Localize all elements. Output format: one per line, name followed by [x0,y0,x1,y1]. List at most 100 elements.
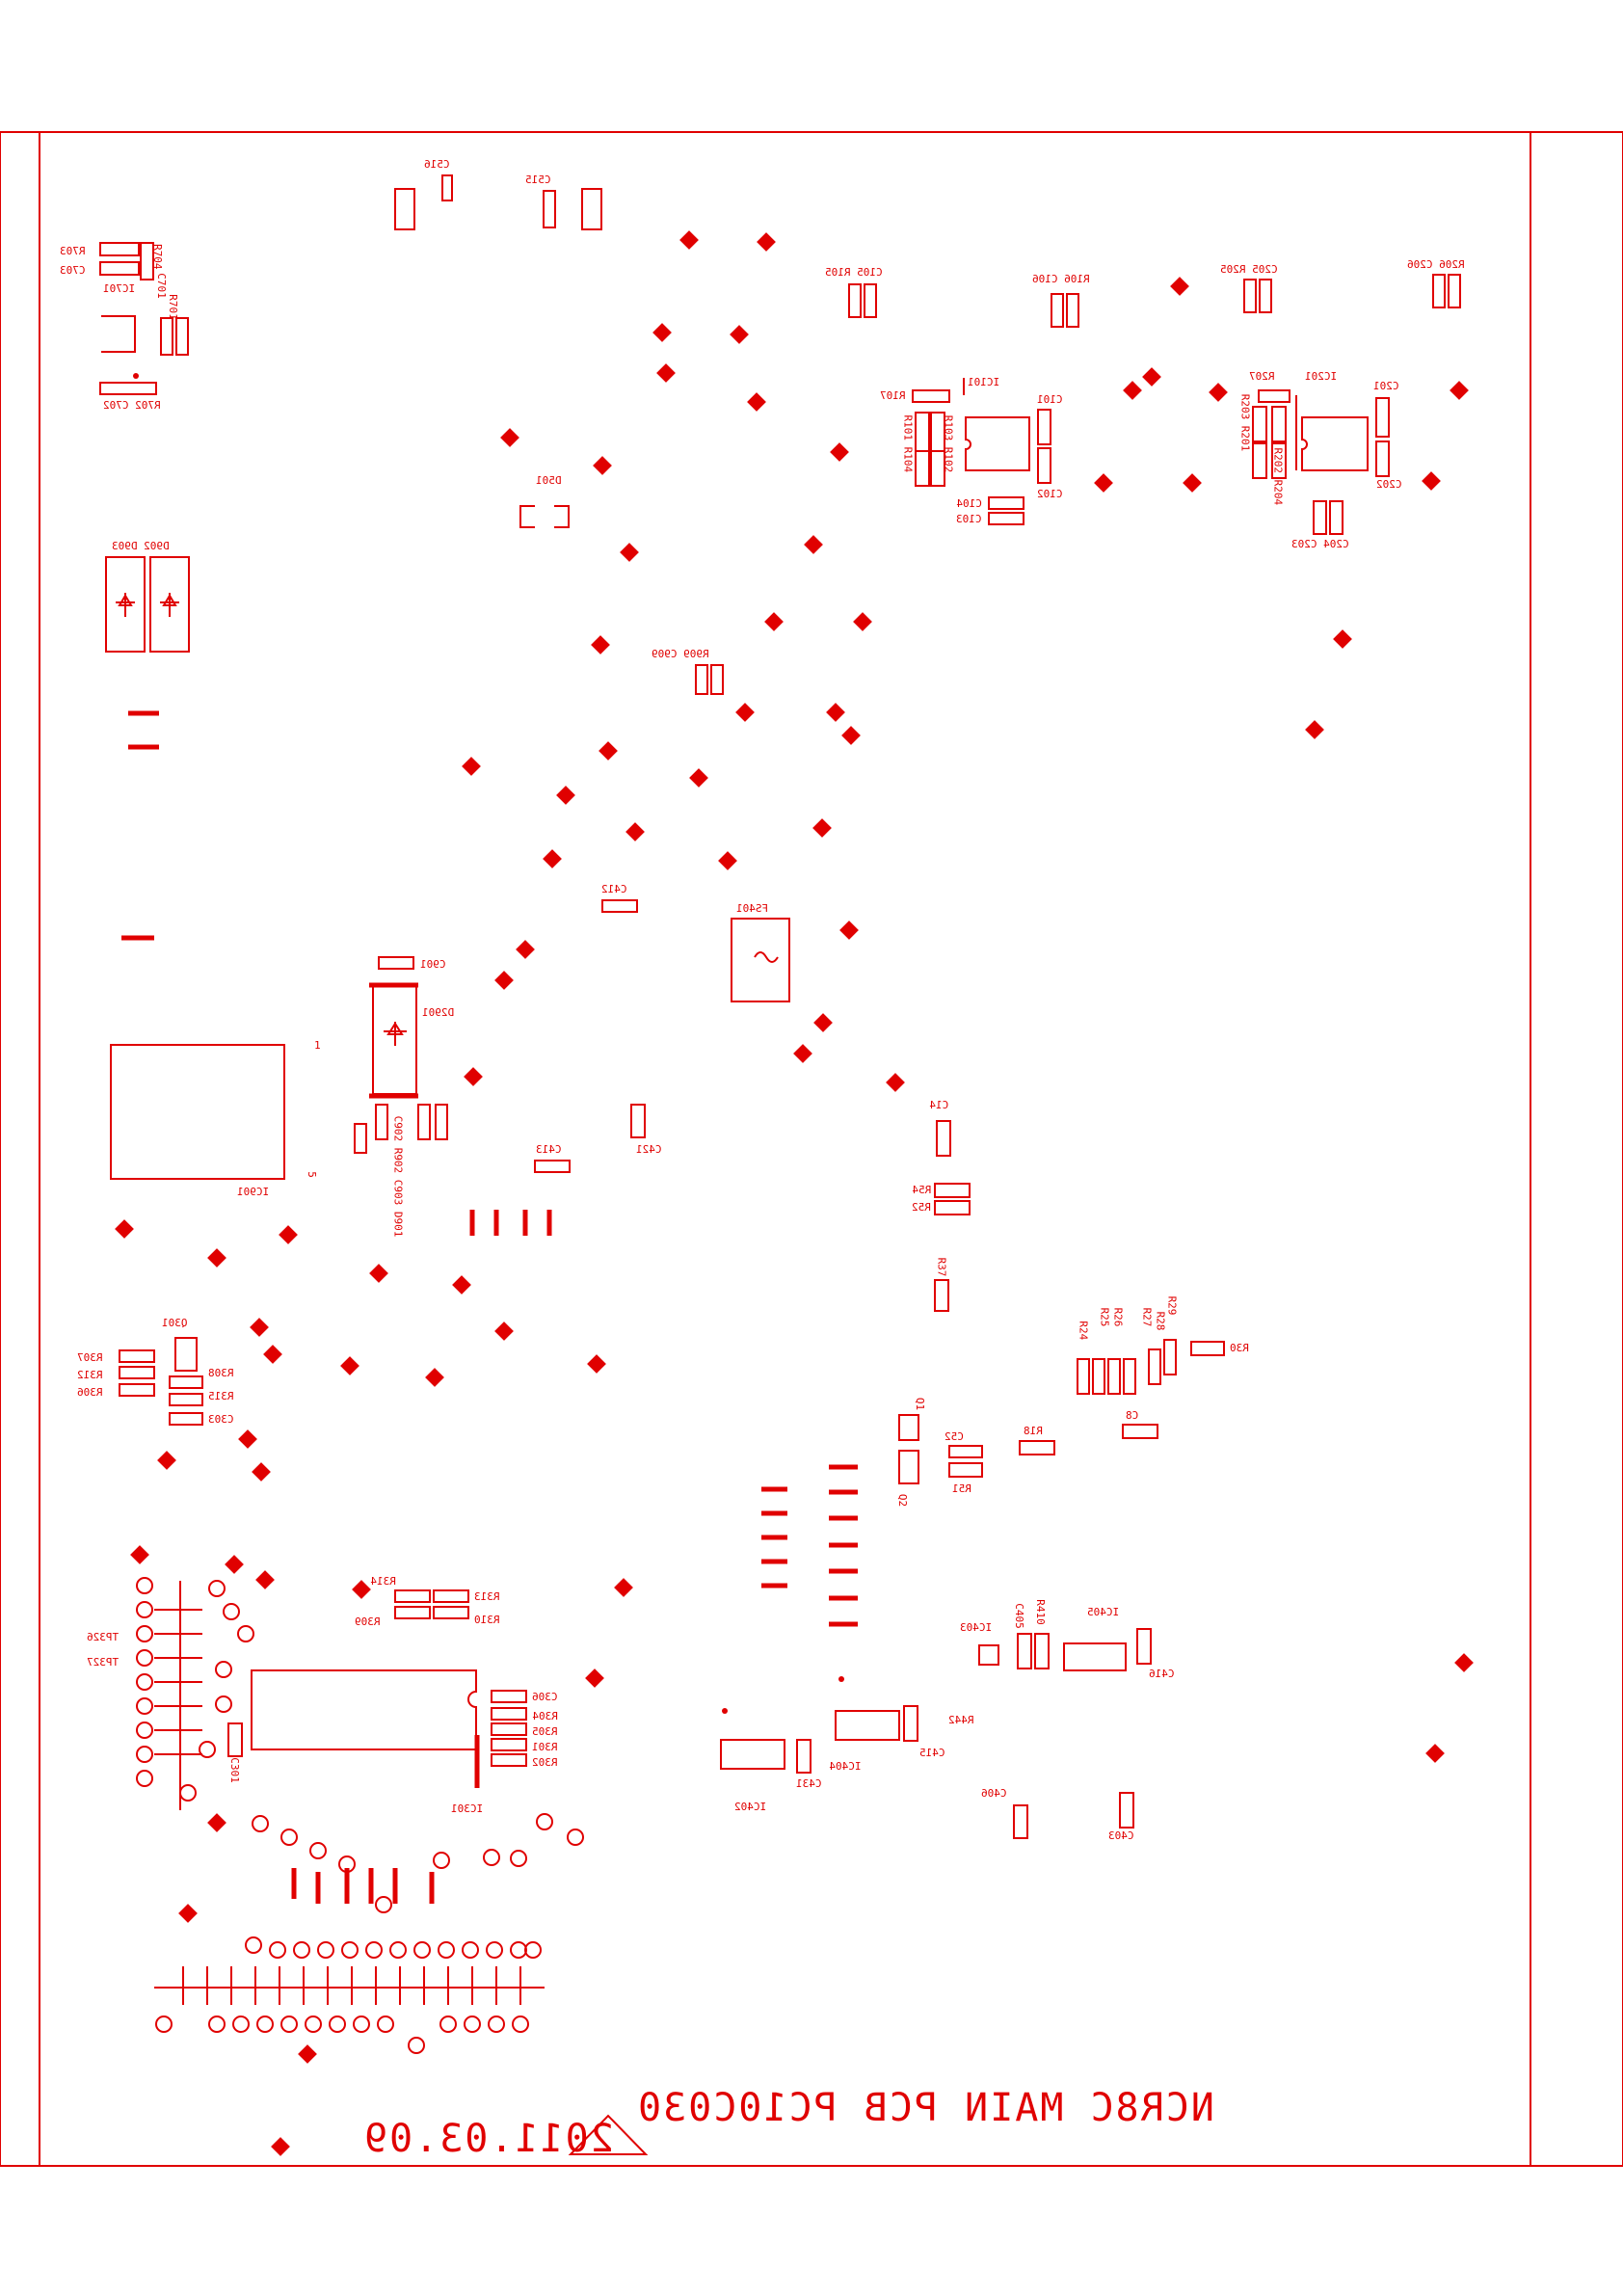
via-pads [115,230,1474,2156]
d902-body [149,556,190,653]
label-c701: C701 [155,273,168,299]
label-r101r104: R101 R104 [901,415,914,473]
ic404-body [835,1710,900,1741]
r304-pad [491,1707,527,1721]
r701-pad [175,317,189,356]
label-ic404: IC404 [829,1760,861,1773]
r107-pad [912,389,950,403]
label-r310: R310 [474,1614,500,1626]
r102-pad [930,450,945,487]
d501-outline [519,505,570,528]
ic901-body [110,1044,285,1180]
c515-body [581,188,602,230]
label-c101: C101 [1037,393,1063,406]
label-c403: C403 [1108,1829,1134,1842]
label-c14: C14 [929,1099,948,1111]
label-pin1: 1 [314,1039,321,1052]
r315-pad [169,1393,203,1406]
label-ic101: IC101 [968,376,999,388]
label-ic403: IC403 [960,1621,992,1634]
c202-pad [1375,441,1390,477]
label-r28: R28 [1154,1312,1166,1331]
r902-pad [354,1123,367,1154]
r305-pad [491,1722,527,1736]
label-ic901: IC901 [237,1186,269,1198]
r29-pad [1163,1339,1177,1375]
c403-pad [1119,1792,1134,1829]
label-c303: C303 [208,1413,234,1426]
r306-pad [119,1383,155,1397]
label-r27: R27 [1140,1308,1153,1327]
label-c102: C102 [1037,488,1063,500]
c52-pad [948,1445,983,1458]
label-c431: C431 [796,1777,822,1790]
d901-pad [417,1104,431,1140]
c515-pad [543,190,556,228]
r24-pad [1077,1358,1090,1395]
c301-pad [227,1722,243,1757]
label-r37: R37 [935,1258,947,1277]
ic201-outline [1301,416,1369,471]
r26-pad [1107,1358,1121,1395]
label-q1: Q1 [914,1398,926,1410]
c431-pad [796,1739,812,1774]
label-r304: R304 [532,1710,558,1722]
c903-pad [375,1104,388,1140]
label-c205r205: C205 R205 [1220,263,1278,276]
label-ic402: IC402 [734,1801,766,1813]
orientation-triangle [568,2114,649,2155]
r206-pad [1432,274,1446,308]
d2901-symbol [384,1022,407,1046]
bottom-connector-holes [155,1813,584,2054]
c203-pad [1329,500,1344,535]
label-c515: C515 [525,174,551,186]
label-fs401: FS401 [736,902,768,915]
c421-pad [630,1104,646,1138]
c413-pad [534,1160,571,1173]
board-date: 2011.03.09 [362,2117,614,2161]
label-r206c206: R206 C206 [1407,258,1465,271]
label-r306: R306 [77,1386,103,1399]
label-r410: R410 [1034,1599,1047,1625]
ic403-body [978,1644,999,1666]
label-r702c702: R702 C702 [103,399,161,412]
r308-pad [169,1375,203,1389]
r314-pad [433,1589,469,1603]
label-r308: R308 [208,1367,234,1379]
r301-pad [491,1738,527,1751]
c14-pad [936,1120,951,1157]
c303-pad [169,1412,203,1426]
r37-pad [934,1279,949,1312]
d902-symbol [160,593,179,617]
label-c405: C405 [1013,1603,1025,1629]
label-d501: D501 [536,474,562,487]
label-c412: C412 [601,883,627,895]
fs401-body [731,918,790,1002]
label-q301: Q301 [162,1317,188,1329]
label-c413: C413 [536,1143,562,1156]
q301-body [174,1337,198,1372]
r310-pad [433,1606,469,1619]
r201-pad [1271,406,1287,442]
label-c901: C901 [420,958,446,971]
label-d2901: D2901 [422,1006,454,1019]
c901-pad [378,956,414,970]
r202-pad [1252,442,1267,479]
label-q2: Q2 [896,1494,909,1507]
c909-pad [710,664,724,695]
r18-pad [1019,1440,1055,1455]
fs401-symbol [754,951,779,963]
r28-pad [1148,1348,1161,1385]
r207-pad [1258,389,1290,403]
label-ic201: IC201 [1305,370,1337,383]
board-outline [0,131,1623,2167]
label-r309: R309 [355,1615,381,1628]
c416-pad [1136,1628,1152,1665]
label-c103: C103 [956,513,982,525]
label-c301: C301 [228,1757,241,1783]
r410-pad [1034,1633,1050,1669]
c205-pad [1243,279,1257,313]
label-c415: C415 [919,1747,945,1759]
label-r202r204: R202 R204 [1271,448,1284,506]
r54-pad [934,1183,971,1198]
